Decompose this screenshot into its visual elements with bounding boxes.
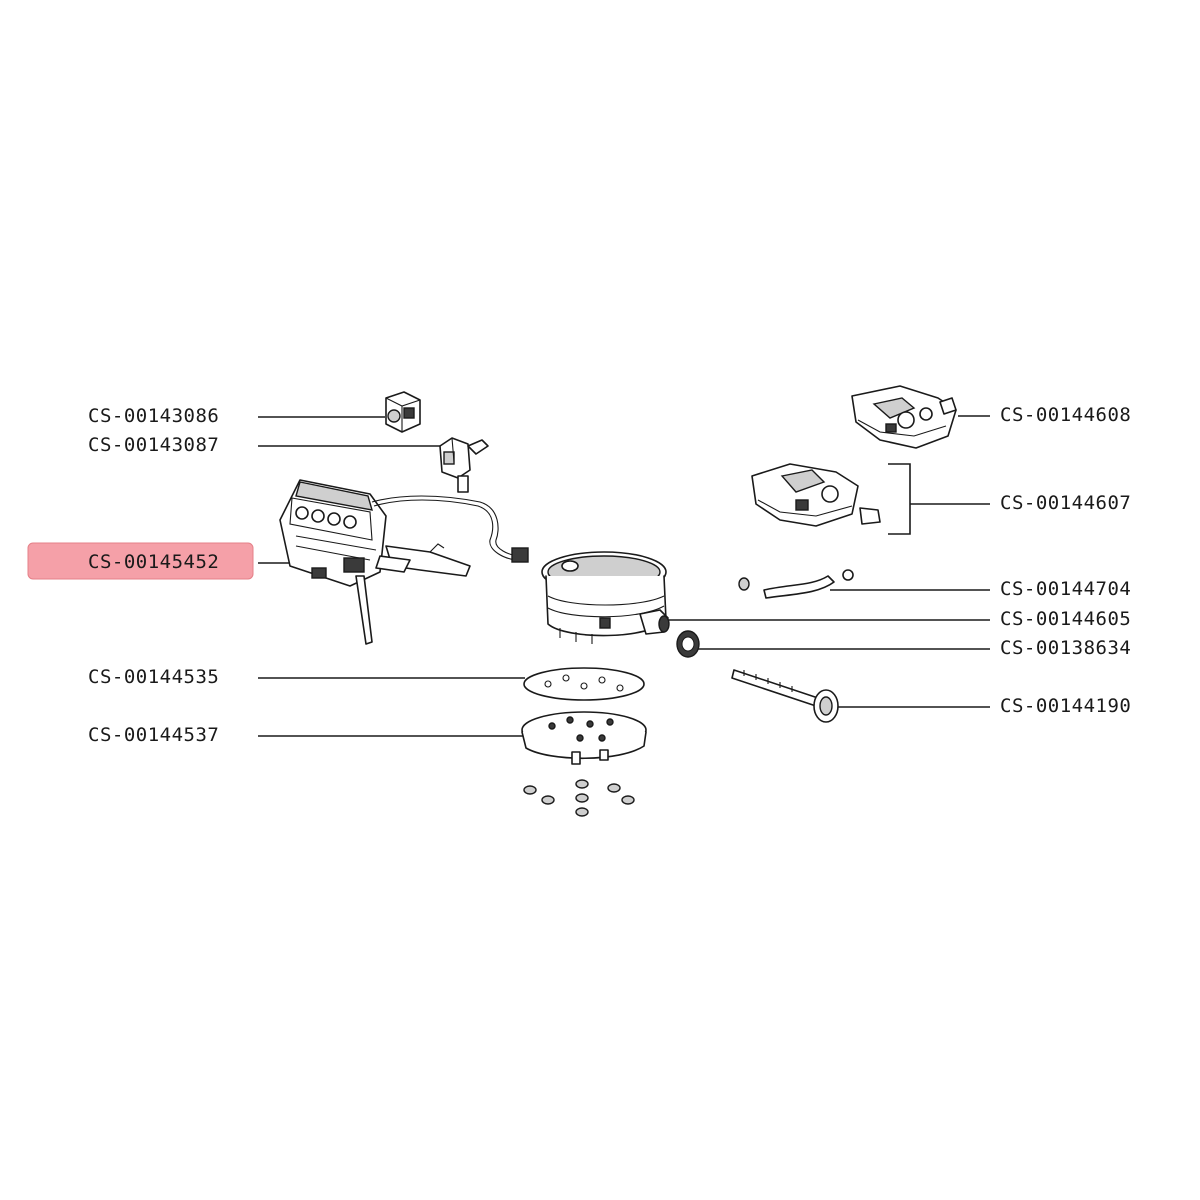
label-cs-00138634[interactable]: CS-00138634	[1000, 637, 1131, 659]
label-cs-00144535[interactable]: CS-00144535	[88, 666, 219, 688]
label-cs-00144704[interactable]: CS-00144704	[1000, 578, 1131, 600]
part-gasket	[523, 667, 645, 701]
label-cs-00144608[interactable]: CS-00144608	[1000, 404, 1131, 426]
part-square-switch	[385, 391, 421, 433]
screws	[523, 779, 635, 817]
label-cs-00145452[interactable]: CS-00145452	[88, 551, 219, 573]
part-base-plate	[521, 711, 647, 817]
label-cs-00143086[interactable]: CS-00143086	[88, 405, 219, 427]
label-cs-00144190[interactable]: CS-00144190	[1000, 695, 1131, 717]
label-cs-00144607[interactable]: CS-00144607	[1000, 492, 1131, 514]
part-pump-assembly	[751, 463, 881, 527]
highlight-box	[27, 542, 254, 580]
part-boiler	[541, 551, 670, 644]
part-hose	[738, 569, 854, 599]
part-pump-assembly-top	[851, 385, 957, 449]
label-cs-00143087[interactable]: CS-00143087	[88, 434, 219, 456]
label-cs-00144537[interactable]: CS-00144537	[88, 724, 219, 746]
part-probe	[731, 669, 839, 723]
part-o-ring	[676, 630, 700, 658]
label-cs-00144605[interactable]: CS-00144605	[1000, 608, 1131, 630]
part-valve	[439, 437, 489, 493]
leader-lines	[258, 415, 990, 737]
part-electronic-board	[279, 479, 529, 645]
